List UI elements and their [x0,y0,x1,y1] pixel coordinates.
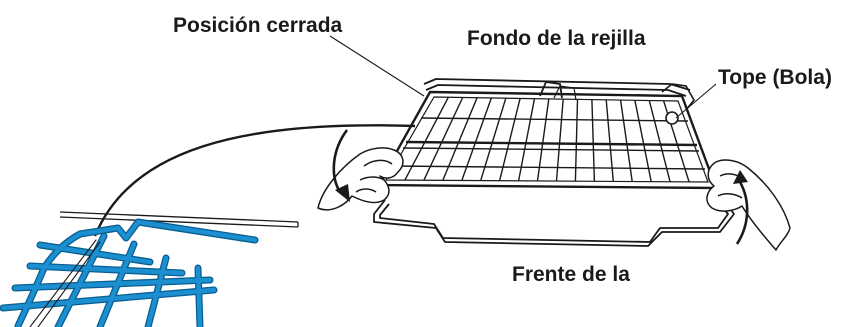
rack-wire [404,96,450,181]
rack-wire [605,99,614,182]
left-hand [317,147,404,211]
rotation-arrow-left-head [335,184,350,202]
rack-wire [442,97,478,181]
rack-wire [498,98,521,181]
rack-wire [591,99,596,182]
label-front: Frente de la [512,263,630,286]
leader-stop-ball [675,83,717,119]
oven-rack-grid [375,81,718,190]
label-rack-back: Fondo de la rejilla [467,27,646,50]
rotation-arrow-right-head [733,170,748,184]
rack-longitudinal-wires [404,96,690,183]
label-closed-position: Posición cerrada [173,14,343,37]
rack-wire [574,99,579,182]
rack-wire [634,100,652,182]
rotation-arrow-right [735,181,749,245]
rack-wire [619,100,633,182]
leader-closed-position [329,35,425,97]
rack-wire [517,98,536,181]
rack-wire [555,99,564,182]
rotation-arrow-left [332,129,349,193]
rack-wire [648,100,671,182]
oven-side-rail [59,211,299,228]
detail-callout-arc [93,124,416,237]
stop-ball [661,83,695,125]
rack-wire [536,98,550,181]
rack-wire [480,97,507,181]
rack-closed-position-detail [0,218,259,327]
right-hand [706,159,791,251]
rack-wire [423,97,464,181]
rack-support-frame [373,78,735,247]
rack-wire [461,97,493,181]
label-stop-ball: Tope (Bola) [718,66,832,89]
